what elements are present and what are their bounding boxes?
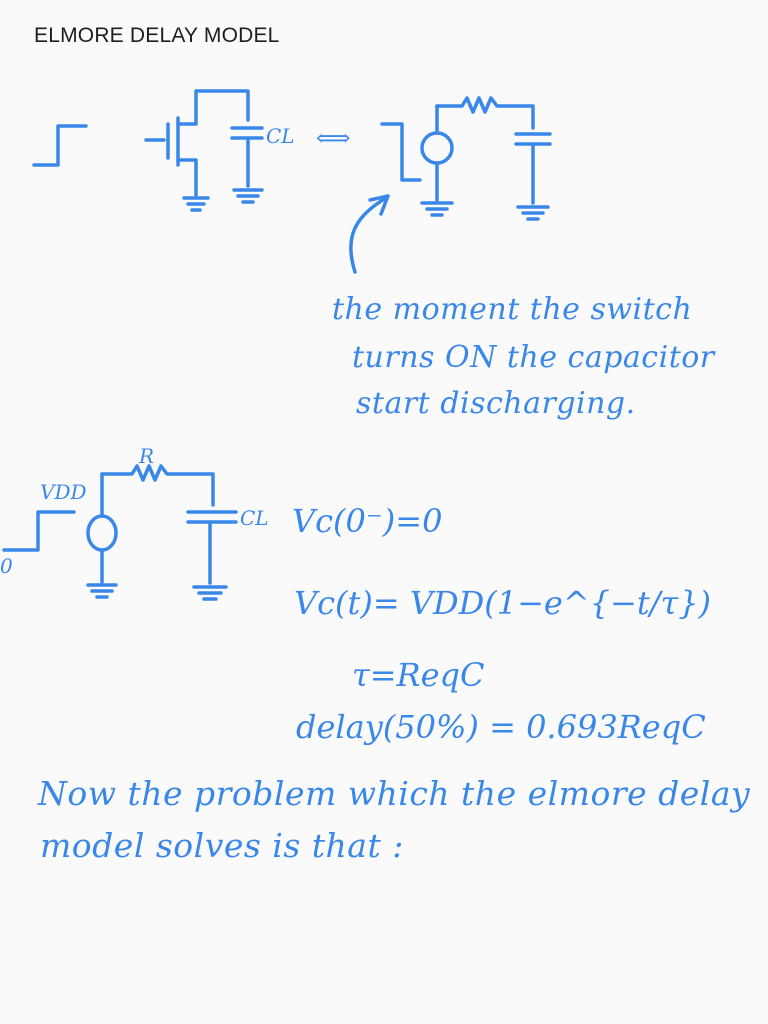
page-title: ELMORE DELAY MODEL	[34, 24, 280, 47]
step-input-symbol-1	[32, 124, 88, 167]
step-input-symbol-2	[2, 510, 76, 552]
conclusion-line-2: model solves is that :	[40, 826, 404, 865]
pointer-arrow	[349, 194, 390, 274]
voltage-response-equation: Vc(t)= VDD(1−e^{−t/τ})	[294, 584, 712, 622]
cap-label-2: CL	[240, 506, 269, 530]
resistor-label: R	[139, 444, 155, 468]
input-level-label: 0	[0, 554, 13, 578]
nmos-transistor	[144, 89, 250, 212]
annotation-line-2: turns ON the capacitor	[352, 340, 715, 375]
conclusion-line-1: Now the problem which the elmore delay	[38, 774, 751, 813]
time-constant-equation: τ=ReqC	[352, 656, 485, 694]
annotation-line-1: the moment the switch	[332, 292, 693, 327]
rc-charging-circuit	[86, 464, 238, 601]
annotation-line-3: start discharging.	[356, 386, 636, 421]
equivalence-symbol: ⟺	[316, 124, 351, 152]
supply-label: VDD	[40, 480, 87, 504]
delay-equation: delay(50%) = 0.693ReqC	[296, 708, 706, 746]
cap-label-1: CL	[266, 124, 295, 148]
load-capacitor-1	[230, 126, 264, 204]
switch-equivalent-circuit	[380, 96, 552, 221]
initial-condition-equation: Vc(0⁻)=0	[292, 502, 443, 540]
